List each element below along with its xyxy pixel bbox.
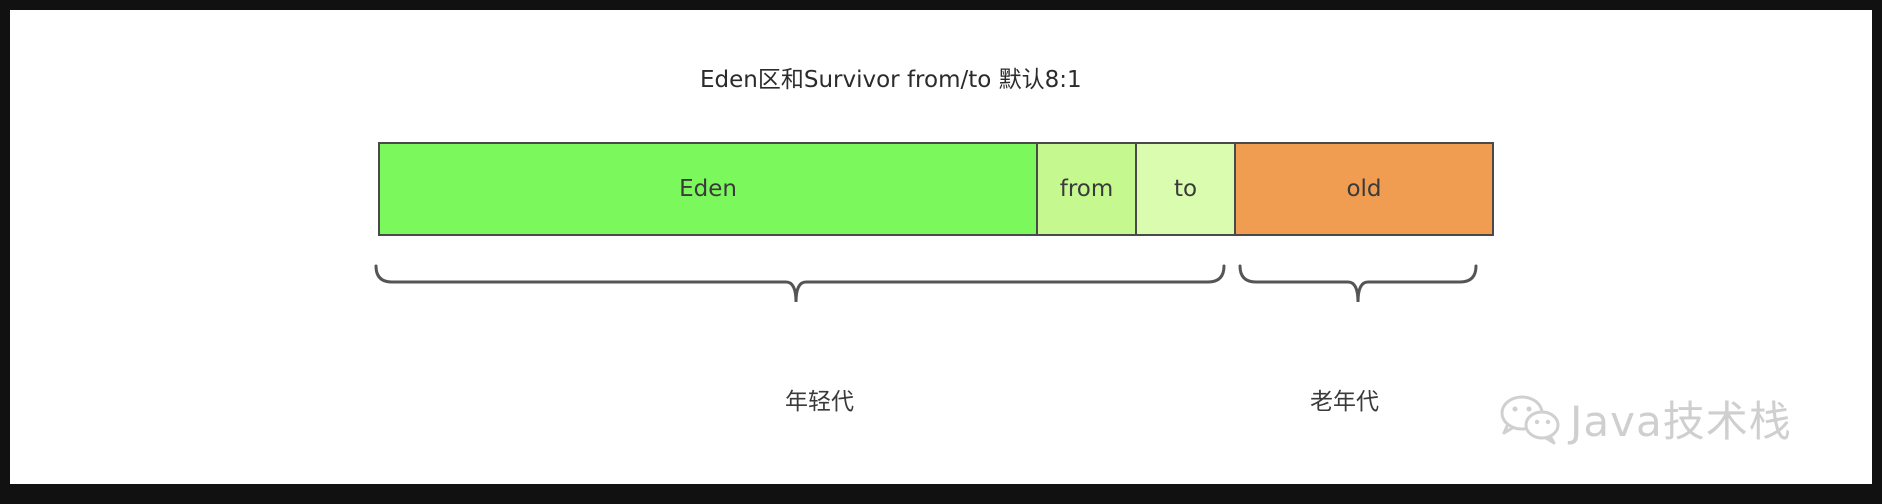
watermark-text: Java技术栈 [1570, 397, 1792, 446]
young-generation-brace [374, 264, 1226, 303]
eden-segment: Eden [378, 142, 1038, 236]
survivor-to-segment: to [1137, 142, 1236, 236]
heap-bar: Eden from to old [378, 142, 1494, 236]
old-segment: old [1236, 142, 1494, 236]
brace-layer [374, 264, 1478, 303]
young-generation-label: 年轻代 [785, 389, 854, 415]
watermark: Java技术栈 [1498, 388, 1792, 449]
survivor-from-segment: from [1038, 142, 1137, 236]
old-generation-label: 老年代 [1310, 389, 1379, 415]
diagram-canvas: Eden区和Survivor from/to 默认8:1 Eden from t… [10, 10, 1872, 484]
old-generation-brace [1238, 264, 1478, 303]
wechat-icon [1500, 395, 1560, 444]
diagram-title: Eden区和Survivor from/to 默认8:1 [700, 67, 1082, 93]
